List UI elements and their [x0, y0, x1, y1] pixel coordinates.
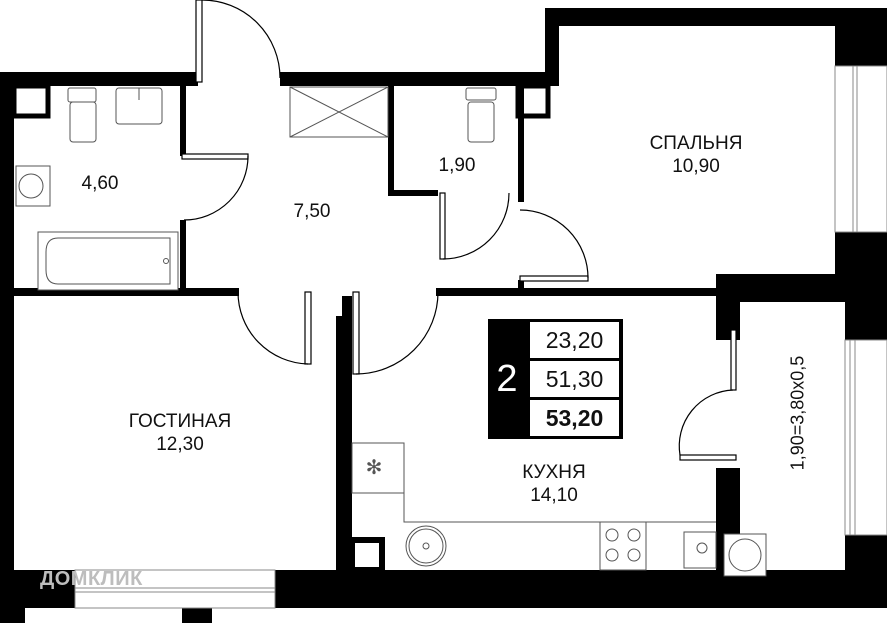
toilet-icon	[67, 87, 97, 103]
room-area: 7,50	[293, 201, 331, 222]
room-area: 12,30	[156, 433, 204, 455]
fixtures	[15, 86, 767, 577]
living-area: 23,20	[530, 322, 619, 358]
total-area-with-balcony: 53,20	[530, 400, 619, 436]
room-name: ГОСТИНАЯ	[128, 411, 232, 432]
stove-icon	[599, 521, 647, 571]
room-bedroom: СПАЛЬНЯ 10,90	[616, 133, 776, 179]
room-bathroom: 4,60	[40, 173, 160, 196]
balcony-area-label: 1,90=3,80x0,5	[787, 355, 808, 471]
windows	[74, 65, 887, 609]
watermark-logo: ДОМКЛИК	[40, 568, 143, 590]
room-toilet: 1,90	[397, 155, 517, 178]
room-living: ГОСТИНАЯ 12,30	[100, 411, 260, 457]
snowflake-icon: ✻	[366, 457, 383, 479]
total-area: 51,30	[530, 361, 619, 397]
rooms-count: 2	[496, 357, 518, 400]
room-name: КУХНЯ	[522, 462, 586, 483]
doors	[181, 0, 737, 461]
room-kitchen: КУХНЯ 14,10	[484, 462, 624, 508]
fridge-icon	[351, 442, 405, 494]
walls	[0, 8, 887, 623]
room-name: СПАЛЬНЯ	[649, 133, 743, 154]
room-hallway: 7,50	[252, 201, 372, 224]
room-area: 10,90	[672, 155, 720, 177]
area-summary: 2 23,20 51,30 53,20	[488, 319, 623, 439]
room-area: 4,60	[81, 173, 119, 194]
room-area: 1,90	[438, 155, 476, 176]
room-area: 14,10	[530, 484, 578, 506]
